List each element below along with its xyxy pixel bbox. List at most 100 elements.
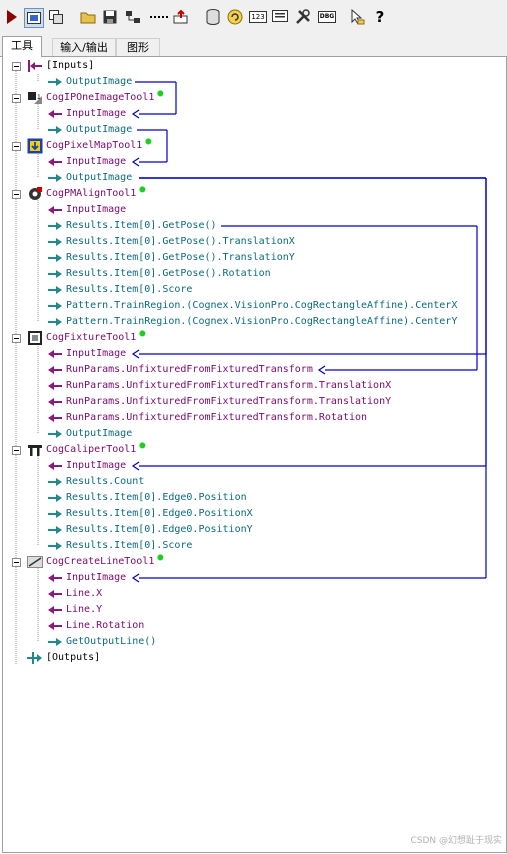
watermark: CSDN @幻想趾于现实 <box>410 836 502 846</box>
input-arrow-icon <box>47 346 63 362</box>
tab-graphics[interactable]: 图形 <box>116 38 160 56</box>
tool-icon-ip: 1 <box>27 90 43 106</box>
refresh-icon[interactable] <box>226 8 244 26</box>
terminal-node[interactable]: InputImage <box>47 106 126 122</box>
tool-name: CogFixtureTool1 <box>46 332 137 343</box>
terminal-label: Pattern.TrainRegion.(Cognex.VisionPro.Co… <box>66 316 458 327</box>
terminal-node[interactable]: Results.Item[0].Edge0.PositionX <box>47 506 253 522</box>
terminal-label: Results.Item[0].Edge0.PositionY <box>66 524 253 535</box>
collapse-icon[interactable] <box>12 558 21 567</box>
terminal-label: Results.Item[0].Edge0.PositionX <box>66 508 253 519</box>
terminal-label: [Inputs] <box>46 60 95 71</box>
terminal-node[interactable]: Line.Y <box>47 602 102 618</box>
terminal-label: RunParams.UnfixturedFromFixturedTransfor… <box>66 412 368 423</box>
terminal-node[interactable]: Results.Item[0].GetPose() <box>47 218 217 234</box>
display-icon[interactable] <box>271 8 289 26</box>
output-arrow-icon <box>47 250 63 266</box>
terminal-node[interactable]: InputImage <box>47 570 126 586</box>
tools-icon[interactable] <box>294 8 312 26</box>
terminal-label: InputImage <box>66 460 127 471</box>
terminal-node[interactable]: Line.X <box>47 586 102 602</box>
network-icon[interactable] <box>124 8 142 26</box>
numbers-icon[interactable]: 123 <box>248 8 268 26</box>
input-arrow-icon <box>47 586 63 602</box>
output-arrow-icon <box>47 426 63 442</box>
collapse-icon[interactable] <box>12 190 21 199</box>
pointer-icon[interactable] <box>348 8 366 26</box>
input-arrow-icon <box>47 154 63 170</box>
tree-lines <box>15 65 487 665</box>
terminal-node[interactable]: Pattern.TrainRegion.(Cognex.VisionPro.Co… <box>47 314 457 330</box>
tool-node-cogcalipertool1[interactable]: CogCaliperTool1● <box>27 440 145 458</box>
collapse-icon[interactable] <box>12 334 21 343</box>
tool-node-cogfixturetool1[interactable]: CogFixtureTool1● <box>27 328 145 346</box>
terminal-label: OutputImage <box>66 428 133 439</box>
save-icon[interactable] <box>101 8 119 26</box>
terminal-node[interactable]: RunParams.UnfixturedFromFixturedTransfor… <box>47 394 391 410</box>
terminal-node[interactable]: RunParams.UnfixturedFromFixturedTransfor… <box>47 362 313 378</box>
terminal-label: Results.Item[0].Edge0.Position <box>66 492 247 503</box>
terminal-node[interactable]: InputImage <box>47 154 126 170</box>
terminal-node[interactable]: Results.Item[0].Score <box>47 282 192 298</box>
terminal-node[interactable]: Results.Item[0].Score <box>47 538 192 554</box>
svg-text:1: 1 <box>37 94 41 101</box>
terminal-node[interactable]: InputImage <box>47 458 126 474</box>
terminal-label: RunParams.UnfixturedFromFixturedTransfor… <box>66 364 313 375</box>
status-ok-icon: ● <box>139 184 146 195</box>
terminal-node[interactable]: OutputImage <box>47 426 132 442</box>
terminal-node[interactable]: InputImage <box>47 202 126 218</box>
dots-icon[interactable] <box>148 8 170 26</box>
output-arrow-icon <box>47 538 63 554</box>
terminal-node[interactable]: Results.Item[0].GetPose().Rotation <box>47 266 271 282</box>
help-icon[interactable]: ? <box>371 8 389 26</box>
terminal-node[interactable]: GetOutputLine() <box>47 634 156 650</box>
root-node-outputs[interactable]: [Outputs] <box>27 650 100 666</box>
terminal-label: InputImage <box>66 108 127 119</box>
export-icon[interactable] <box>172 8 190 26</box>
terminal-node[interactable]: OutputImage <box>47 74 132 90</box>
output-arrow-icon <box>47 170 63 186</box>
terminal-node[interactable]: OutputImage <box>47 170 132 186</box>
input-arrow-icon <box>47 410 63 426</box>
terminal-label: RunParams.UnfixturedFromFixturedTransfor… <box>66 380 392 391</box>
tool-name: CogIPOneImageTool1 <box>46 92 155 103</box>
root-node-inputs[interactable]: [Inputs] <box>27 58 94 74</box>
status-ok-icon: ● <box>139 328 146 339</box>
tool-icon-caliper <box>27 442 43 458</box>
terminal-node[interactable]: Results.Item[0].GetPose().TranslationX <box>47 234 295 250</box>
terminal-node[interactable]: Results.Item[0].Edge0.PositionY <box>47 522 253 538</box>
terminal-node[interactable]: Results.Count <box>47 474 144 490</box>
tab-input-output[interactable]: 输入/输出 <box>52 38 116 56</box>
collapse-icon[interactable] <box>12 94 21 103</box>
tab-tools[interactable]: 工具 <box>2 36 42 57</box>
collapse-icon[interactable] <box>12 142 21 151</box>
debug-glyph: DBG <box>317 11 337 23</box>
terminal-node[interactable]: Pattern.TrainRegion.(Cognex.VisionPro.Co… <box>47 298 457 314</box>
open-folder-icon[interactable] <box>79 8 97 26</box>
terminal-node[interactable]: Results.Item[0].Edge0.Position <box>47 490 247 506</box>
terminal-node[interactable]: OutputImage <box>47 122 132 138</box>
tool-node-cogcreatelinetool1[interactable]: CogCreateLineTool1● <box>27 552 163 570</box>
debug-icon[interactable]: DBG <box>317 8 337 26</box>
input-arrow-icon <box>47 602 63 618</box>
toggle-view-icon[interactable] <box>24 8 44 28</box>
terminal-label: Pattern.TrainRegion.(Cognex.VisionPro.Co… <box>66 300 458 311</box>
terminal-node[interactable]: Results.Item[0].GetPose().TranslationY <box>47 250 295 266</box>
terminal-node[interactable]: Line.Rotation <box>47 618 144 634</box>
collapse-icon[interactable] <box>12 446 21 455</box>
inputs-icon <box>27 58 43 74</box>
step-icon[interactable] <box>47 8 65 26</box>
database-icon[interactable] <box>204 8 222 26</box>
run-icon[interactable] <box>3 8 21 26</box>
terminal-node[interactable]: RunParams.UnfixturedFromFixturedTransfor… <box>47 378 391 394</box>
terminal-label: InputImage <box>66 204 127 215</box>
output-arrow-icon <box>47 314 63 330</box>
output-arrow-icon <box>47 474 63 490</box>
terminal-node[interactable]: InputImage <box>47 346 126 362</box>
terminal-label: Line.Y <box>66 604 103 615</box>
collapse-icon[interactable] <box>12 62 21 71</box>
tool-node-cogpixelmaptool1[interactable]: CogPixelMapTool1● <box>27 136 151 154</box>
terminal-node[interactable]: RunParams.UnfixturedFromFixturedTransfor… <box>47 410 367 426</box>
tool-node-cogpmaligntool1[interactable]: CogPMAlignTool1● <box>27 184 145 202</box>
